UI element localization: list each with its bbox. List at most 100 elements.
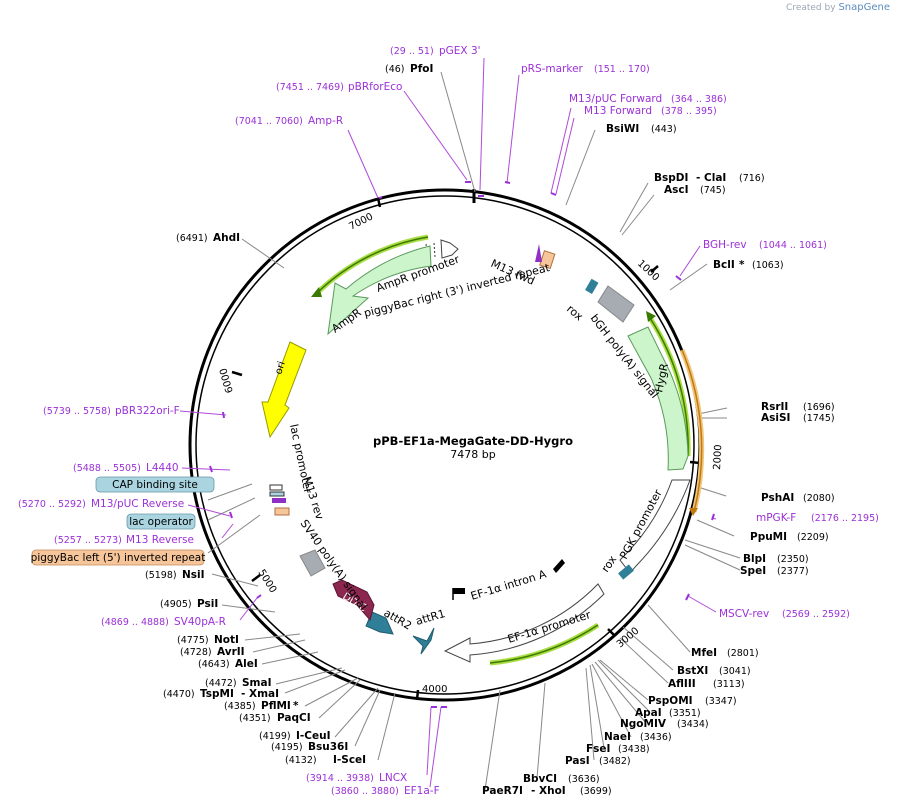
site-extra-tspmi: - XmaI xyxy=(241,688,279,700)
primer-labels: (29 .. 51) pGEX 3' pRS-marker (151 .. 17… xyxy=(18,45,879,797)
ampr-orf-arrowhead xyxy=(311,287,322,297)
hygr-arrow xyxy=(627,326,689,471)
label-rox-top: rox xyxy=(564,302,586,323)
backbone-inner xyxy=(195,195,695,695)
primer-name-l4440: L4440 xyxy=(146,462,179,474)
plasmid-length: 7478 bp xyxy=(450,448,495,461)
site-name-smai: SmaI xyxy=(242,677,272,689)
lac-small-4 xyxy=(274,507,290,516)
label-ef1a-intron: EF-1α intron A xyxy=(469,567,548,602)
site-name-i-ceui: I-CeuI xyxy=(296,730,330,742)
ddc-arrow xyxy=(332,579,375,622)
site-name-fsei: FseI xyxy=(586,743,610,755)
site-name-ppumi: PpuMI xyxy=(750,531,787,543)
site-pos-bsu36i: (4195) xyxy=(271,742,303,753)
site-pos-fsei: (3438) xyxy=(618,744,650,755)
site-pos-smai: (4472) xyxy=(205,678,237,689)
site-extra-paer7i: - XhoI xyxy=(531,785,566,797)
site-star-bcli: * xyxy=(739,259,745,271)
primer-range-l4440: (5488 .. 5505) xyxy=(73,463,141,474)
ef1a-promoter-arrow xyxy=(443,583,605,663)
site-pos-paer7i: (3699) xyxy=(580,786,612,797)
bgh-polya-box xyxy=(597,285,635,323)
box-lac-operator-label: lac operator xyxy=(129,516,193,528)
primer-name-mscv-rev: MSCV-rev xyxy=(719,608,769,620)
primer-range-mpgk-f: (2176 .. 2195) xyxy=(811,513,879,524)
m13-fwd-box xyxy=(539,250,556,270)
sv40-polya-box xyxy=(299,549,326,577)
box-piggybac-left xyxy=(31,549,205,566)
site-pos-mfei: (2801) xyxy=(727,648,759,659)
primer-name-sv40pa-r: SV40pA-R xyxy=(174,616,226,628)
primer-range-ef1a-f: (3860 .. 3880) xyxy=(331,786,399,797)
label-lac-promoter: lac promoter xyxy=(287,423,314,495)
box-lac-operator xyxy=(126,513,196,530)
ampr-orf-line xyxy=(316,236,429,294)
tick-3000: 3000 xyxy=(615,626,642,651)
attr1-arrow xyxy=(412,627,435,655)
site-pos-afliii: (3113) xyxy=(713,679,745,690)
site-star-pflmi: * xyxy=(293,700,299,712)
attr2-arrow xyxy=(365,611,394,635)
site-pos-bsiwi: (443) xyxy=(651,124,677,135)
site-name-apai: ApaI xyxy=(635,707,662,719)
label-rox-bottom: rox xyxy=(599,553,620,575)
site-pos-noti: (4775) xyxy=(177,635,209,646)
site-pos-ngomiv: (3434) xyxy=(677,719,709,730)
site-pos-paqci: (4351) xyxy=(239,713,271,724)
length-ticks xyxy=(231,197,701,701)
ampr-orf-dash2 xyxy=(433,242,436,258)
intron-flag-left xyxy=(453,588,465,594)
snapgene-logo: SnapGene xyxy=(838,2,890,13)
primer-range-bgh-rev: (1044 .. 1061) xyxy=(759,240,827,251)
amber-orf-arrowhead xyxy=(689,508,698,516)
primer-name-amp-r: Amp-R xyxy=(308,115,343,127)
primer-range-pbr322ori: (5739 .. 5758) xyxy=(43,406,111,417)
site-extra-bspdi: - ClaI xyxy=(696,172,726,184)
primer-name-pbr322ori: pBR322ori-F xyxy=(115,405,180,417)
primer-range-prs-marker: (151 .. 170) xyxy=(594,64,650,75)
site-name-mfei: MfeI xyxy=(691,647,717,659)
site-pos-ppumi: (2209) xyxy=(797,532,829,543)
site-pos-asisi: (1745) xyxy=(803,413,835,424)
site-name-blpi: BlpI xyxy=(743,553,766,565)
site-name-nsii: NsiI xyxy=(182,569,205,581)
primer-name-mpgk-f: mPGK-F xyxy=(756,512,796,524)
site-pos-ahdi: (6491) xyxy=(176,233,208,244)
box-cap-binding-label: CAP binding site xyxy=(112,479,198,491)
box-cap-binding xyxy=(95,476,215,493)
boxed-labels: CAP binding site lac operator piggyBac l… xyxy=(31,476,215,566)
site-pos-rsrii: (1696) xyxy=(803,402,835,413)
watermark-prefix: Created by xyxy=(786,3,836,13)
site-pos-alei: (4643) xyxy=(198,659,230,670)
site-name-bsiwi: BsiWI xyxy=(606,123,639,135)
site-pos-apai: (3351) xyxy=(669,708,701,719)
site-pos-i-scei: (4132) xyxy=(285,755,317,766)
site-pos-blpi: (2350) xyxy=(777,554,809,565)
site-name-paqci: PaqCI xyxy=(277,712,311,724)
site-name-psii: PsiI xyxy=(197,598,218,610)
primer-name-m13-rev: M13 Reverse xyxy=(126,534,194,546)
site-name-bspdi: BspDI xyxy=(654,172,688,184)
primer-name-prs-marker: pRS-marker xyxy=(521,63,584,75)
site-pos-psp0mi: (3347) xyxy=(705,696,737,707)
site-name-pflmi: PflMI xyxy=(261,700,291,712)
site-labels: (46) PfoI BsiWI (443) BspDI - ClaI (716)… xyxy=(145,63,835,797)
site-pos-pshai: (2080) xyxy=(803,493,835,504)
primer-name-m13puc-fwd: M13/pUC Forward xyxy=(569,93,662,105)
m13-fwd-arrow xyxy=(535,244,542,262)
site-name-avrii: AvrII xyxy=(217,646,245,658)
tick-2000: 2000 xyxy=(712,444,724,470)
rox-top xyxy=(585,278,599,295)
site-name-afliii: AflIII xyxy=(668,678,696,690)
site-pos-tspmi: (4470) xyxy=(163,689,195,700)
site-pos-avrii: (4728) xyxy=(180,647,212,658)
site-pos-bcli: (1063) xyxy=(752,260,784,271)
tick-5000: 5000 xyxy=(255,568,278,595)
site-name-bcli: BclI xyxy=(713,259,735,271)
lac-small-3 xyxy=(272,498,286,503)
site-pos-asci: (745) xyxy=(700,185,726,196)
primer-range-m13-rev: (5257 .. 5273) xyxy=(54,535,122,546)
lac-small-1 xyxy=(269,484,283,491)
